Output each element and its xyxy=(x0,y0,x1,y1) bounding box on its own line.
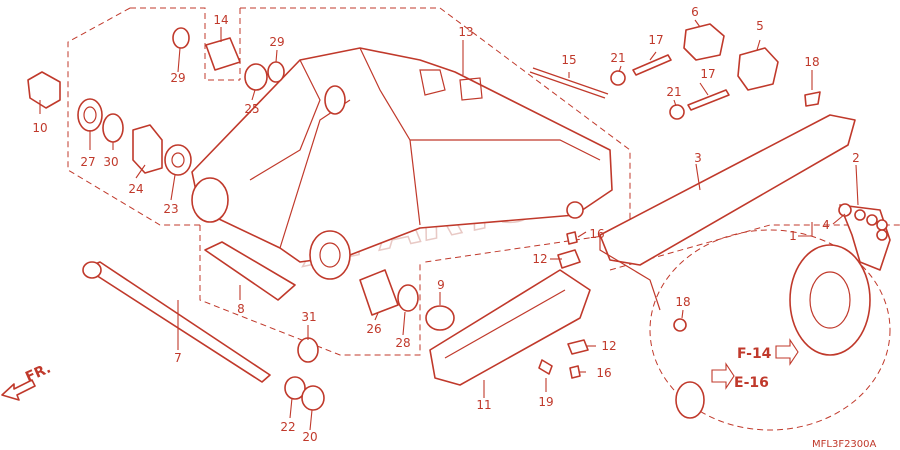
callout-31: 31 xyxy=(301,310,316,324)
callout-9: 9 xyxy=(437,278,445,292)
callout-13: 13 xyxy=(458,25,473,39)
callout-27: 27 xyxy=(80,155,95,169)
pivot-bolt xyxy=(82,241,325,411)
swingarm-body xyxy=(191,47,613,280)
callout-29b: 29 xyxy=(269,35,284,49)
callout-16b: 16 xyxy=(596,366,611,380)
callout-14: 14 xyxy=(213,13,228,27)
callout-22: 22 xyxy=(280,420,295,434)
callout-3: 3 xyxy=(694,151,702,165)
callout-numbers: 10 27 30 24 23 14 29 25 29 13 15 6 5 17 … xyxy=(32,5,859,444)
callout-29a: 29 xyxy=(170,71,185,85)
callout-4: 4 xyxy=(822,218,830,232)
callout-26: 26 xyxy=(366,322,381,336)
ref-f14: F-14 xyxy=(737,346,772,362)
callout-16a: 16 xyxy=(589,227,604,241)
drawing-code: MFL3F2300A xyxy=(812,439,877,450)
callout-15: 15 xyxy=(561,53,576,67)
callout-6: 6 xyxy=(691,5,699,19)
callout-12a: 12 xyxy=(532,252,547,266)
callout-24: 24 xyxy=(128,182,143,196)
callout-28: 28 xyxy=(395,336,410,350)
chain-slider xyxy=(425,269,591,386)
pivot-parts-top xyxy=(172,27,285,91)
collar-parts xyxy=(359,269,419,316)
ref-e16-arrow xyxy=(711,362,735,390)
callout-21b: 21 xyxy=(666,85,681,99)
callout-18b: 18 xyxy=(675,295,690,309)
chain-case xyxy=(599,91,856,311)
callout-17b: 17 xyxy=(700,67,715,81)
ref-f14-arrow xyxy=(775,338,799,366)
callout-5: 5 xyxy=(756,19,764,33)
callout-18a: 18 xyxy=(804,55,819,69)
callout-19: 19 xyxy=(538,395,553,409)
callout-11: 11 xyxy=(476,398,491,412)
section-references: F-14 E-16 xyxy=(711,338,799,391)
callout-2: 2 xyxy=(852,151,860,165)
callout-25: 25 xyxy=(244,102,259,116)
pivot-parts-left xyxy=(27,71,192,176)
front-label: FR. xyxy=(23,360,53,385)
callout-8: 8 xyxy=(237,302,245,316)
callout-1: 1 xyxy=(789,229,797,243)
leader-lines xyxy=(39,19,859,431)
sprocket-hardware xyxy=(838,203,888,241)
front-arrow: FR. xyxy=(1,360,53,401)
adjuster-bolts xyxy=(529,54,730,120)
adjuster-blocks xyxy=(683,23,779,91)
callout-12b: 12 xyxy=(601,339,616,353)
callout-23: 23 xyxy=(163,202,178,216)
callout-7: 7 xyxy=(174,351,182,365)
ref-e16: E-16 xyxy=(734,375,769,391)
small-fasteners xyxy=(538,231,687,379)
callout-17a: 17 xyxy=(648,33,663,47)
callout-30: 30 xyxy=(103,155,118,169)
callout-20: 20 xyxy=(302,430,317,444)
callout-21a: 21 xyxy=(610,51,625,65)
callout-10: 10 xyxy=(32,121,47,135)
